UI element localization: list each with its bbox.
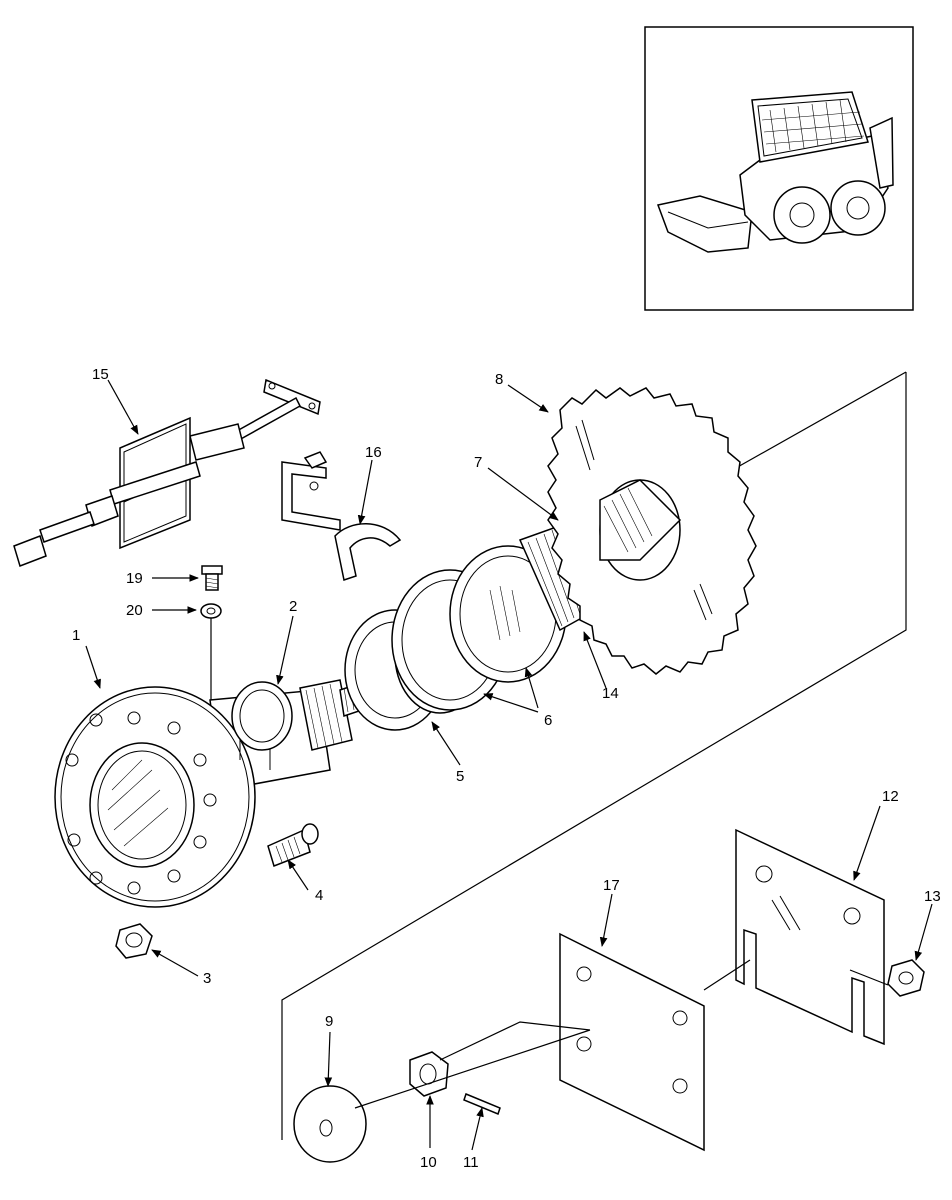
boundary-top-line bbox=[719, 371, 907, 478]
part-19-bolt bbox=[201, 565, 223, 591]
part-3-lug-nut bbox=[115, 923, 153, 959]
callout-13: 13 bbox=[924, 888, 941, 905]
part-16-bracket bbox=[281, 451, 402, 581]
part-11-cotter-pin bbox=[463, 1093, 501, 1115]
callout-7: 7 bbox=[474, 454, 482, 471]
part-4-wheel-stud bbox=[267, 823, 319, 867]
part-13-flange-nut bbox=[887, 959, 925, 997]
callout-14: 14 bbox=[602, 685, 619, 702]
part-9-thrust-washer bbox=[293, 1085, 367, 1163]
callout-9: 9 bbox=[325, 1013, 333, 1030]
skid-steer-loader-icon bbox=[656, 91, 894, 253]
shaft-centerline-plates bbox=[703, 959, 751, 991]
callout-labels: 1 2 3 4 5 6 7 8 9 10 11 12 13 14 15 16 1… bbox=[72, 366, 941, 1171]
callout-15: 15 bbox=[92, 366, 109, 383]
part-17-plate bbox=[559, 932, 705, 1152]
part-8-sprocket bbox=[547, 387, 757, 675]
inset-frame bbox=[644, 26, 914, 311]
part-15-brake-rod bbox=[13, 378, 321, 567]
callout-1: 1 bbox=[72, 627, 80, 644]
callout-20: 20 bbox=[126, 602, 143, 619]
part-10-castle-nut bbox=[409, 1051, 449, 1097]
callout-5: 5 bbox=[456, 768, 464, 785]
part-20-washer bbox=[200, 603, 222, 700]
shaft-centerline-lower bbox=[354, 1021, 591, 1109]
callout-12: 12 bbox=[882, 788, 899, 805]
leader-lines bbox=[85, 379, 933, 1151]
callout-11: 11 bbox=[463, 1154, 479, 1171]
callout-16: 16 bbox=[365, 444, 382, 461]
vehicle-inset bbox=[644, 26, 914, 311]
callout-6: 6 bbox=[544, 712, 552, 729]
part-12-shim-plate bbox=[735, 828, 885, 1046]
shaft-centerline-nut bbox=[849, 969, 889, 986]
callout-8: 8 bbox=[495, 371, 503, 388]
callout-4: 4 bbox=[315, 887, 323, 904]
callout-10: 10 bbox=[420, 1154, 437, 1171]
callout-19: 19 bbox=[126, 570, 143, 587]
callout-2: 2 bbox=[289, 598, 297, 615]
callout-17: 17 bbox=[603, 877, 620, 894]
callout-3: 3 bbox=[203, 970, 211, 987]
assembly-boundary-line bbox=[281, 372, 907, 1140]
